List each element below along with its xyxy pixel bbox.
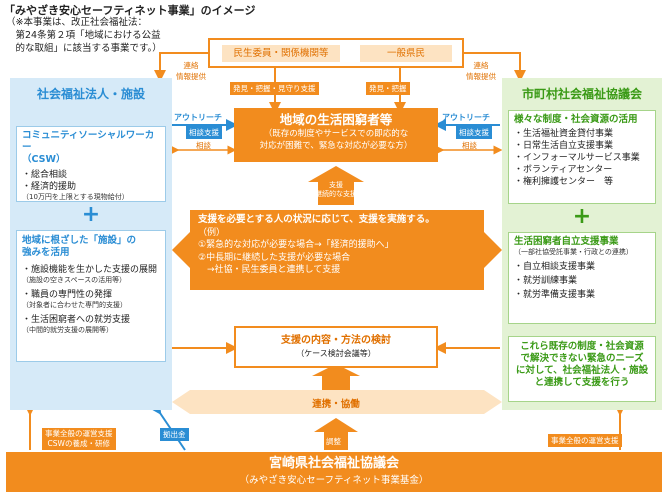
operation-support-right-tag: 事業全般の運営支援 — [548, 434, 622, 447]
self-reliance-note: （一部社協受託事業・行政との連携） — [514, 248, 633, 256]
target-title: 地域の生活困窮者等 — [279, 112, 393, 127]
facility-item-3: ・生活困窮者への就労支援 — [22, 315, 131, 325]
support-line: 支援を必要とする人の状況に応じて、支援を実施する。 — [198, 214, 435, 225]
self-reliance-box: 生活困窮者自立支援事業 （一部社協受託事業・行政との連携） ・自立相談支援事業 … — [508, 232, 656, 324]
resources-box: 様々な制度・社会資源の活用 ・生活福祉資金貸付事業 ・日常生活自立支援事業 ・イ… — [508, 110, 656, 204]
resources-item: ・生活福祉資金貸付事業 — [514, 129, 614, 139]
case-review-box: 支援の内容・方法の検討 （ケース検討会議等） — [234, 326, 438, 368]
review-sub: （ケース検討会議等） — [296, 349, 376, 358]
emergency-line: に対して、社会福祉法人・施設 — [515, 365, 649, 376]
facility-title-2: 強みを活用 — [22, 247, 70, 258]
social-welfare-corporation-column: 社会福祉法人・施設 コミュニティソーシャルワーカー （CSW） ・総合相談 ・経… — [10, 78, 172, 410]
emergency-line: これら既存の制度・社会資源 — [520, 341, 644, 352]
contribution-tag: 拠出金 — [160, 428, 189, 441]
link-top-left — [154, 52, 208, 82]
consult-right-label: 相談 — [462, 141, 477, 150]
self-reliance-item: ・就労準備支援事業 — [514, 290, 596, 300]
coordination-label: 調整 — [326, 437, 341, 446]
facility-item-3-note: （中間的就労支援の展開等） — [22, 326, 113, 334]
resources-item: ・日常生活自立支援事業 — [514, 141, 614, 151]
outreach-right-sub: 相談支援 — [456, 126, 492, 139]
chousei-up-arrow — [314, 418, 358, 450]
csw-item-economic: ・経済的援助 — [22, 182, 77, 192]
self-reliance-title: 生活困窮者自立支援事業 — [514, 236, 619, 247]
link-top-right — [464, 52, 526, 82]
prefecture-council-bar: 宮崎県社会福祉協議会 （みやざき安心セーフティネット事業基金） — [6, 452, 662, 492]
facility-item-2: ・職員の専門性の発揮 — [22, 290, 113, 300]
hakken-right-tag: 発見・把握 — [366, 82, 410, 95]
self-reliance-item: ・自立相談支援事業 — [514, 262, 596, 272]
left-plus-icon: + — [81, 202, 101, 227]
consult-left-label: 相談 — [196, 141, 211, 150]
diagram-title: 「みやざき安心セーフティネット事業」のイメージ — [4, 4, 256, 17]
outreach-left-sub: 相談支援 — [186, 126, 222, 139]
outreach-right-label: アウトリーチ — [442, 113, 490, 122]
support-line: （例） — [198, 227, 226, 238]
general-public-label: 一般県民 — [360, 45, 452, 62]
facility-item-1: ・施設機能を生かした支援の展開 — [22, 265, 158, 275]
resources-item: ・インフォーマルサービス事業 — [514, 153, 640, 163]
welfare-commissioner-label: 民生委員・関係機関等 — [222, 45, 340, 62]
self-reliance-item: ・就労訓練事業 — [514, 276, 578, 286]
community-box: 民生委員・関係機関等 一般県民 — [208, 38, 464, 68]
csw-title: コミュニティソーシャルワーカー — [22, 130, 155, 153]
target-persons-box: 地域の生活困窮者等 （既存の制度やサービスでの即応的な 対応が困難で、緊急な対応… — [234, 108, 438, 162]
emergency-line: で解決できない緊急のニーズ — [520, 353, 644, 364]
facility-item-2-note: （対象者に合わせた専門的支援） — [22, 301, 127, 309]
renraku-right-label: 連絡情報提供 — [466, 61, 496, 81]
csw-item-economic-note: （10万円を上限とする現物給付） — [22, 193, 129, 201]
renraku-left-label: 連絡情報提供 — [176, 61, 206, 81]
csw-title-abbr: （CSW） — [22, 154, 66, 165]
support-double-arrow — [172, 210, 502, 290]
right-heading: 市町村社会福祉協議会 — [521, 87, 642, 101]
facility-item-1-note: （施設の空きスペースの活用等） — [22, 276, 127, 284]
csw-box: コミュニティソーシャルワーカー （CSW） ・総合相談 ・経済的援助 （10万円… — [16, 126, 166, 202]
collab-up-arrow — [312, 364, 360, 390]
emergency-needs-box: これら既存の制度・社会資源 で解決できない緊急のニーズ に対して、社会福祉法人・… — [508, 336, 656, 402]
prefecture-council-sub: （みやざき安心セーフティネット事業基金） — [239, 475, 429, 486]
support-line: ①緊急的な対応が必要な場合→「経済的援助へ」 — [198, 240, 394, 250]
support-line: ②中長期に継続した支援が必要な場合 — [198, 252, 351, 263]
outreach-left-label: アウトリーチ — [174, 113, 222, 122]
legal-note: （※本事業は、改正社会福祉法： 第24条第２項「地域における公益 的な取組」に該… — [6, 17, 162, 54]
collaboration-label: 連携・協働 — [312, 399, 360, 410]
resources-item: ・ボランティアセンター — [514, 165, 613, 175]
support-line: →社協・民生委員と連携して支援 — [198, 265, 341, 275]
target-sub-1: （既存の制度やサービスでの即応的な — [263, 129, 409, 139]
resources-item: ・権利擁護センター 等 — [514, 177, 614, 187]
facility-box: 地域に根ざした「施設」の 強みを活用 ・施設機能を生かした支援の展開 （施設の空… — [16, 230, 166, 362]
left-heading: 社会福祉法人・施設 — [36, 87, 145, 101]
csw-item-consult: ・総合相談 — [22, 170, 68, 180]
facility-title: 地域に根ざした「施設」の — [22, 235, 137, 246]
right-plus-icon: + — [572, 204, 592, 229]
municipal-council-column: 市町村社会福祉協議会 様々な制度・社会資源の活用 ・生活福祉資金貸付事業 ・日常… — [502, 78, 662, 410]
hakken-left-tag: 発見・把握・見守り支援 — [230, 82, 319, 95]
support-up-arrow — [308, 166, 364, 205]
prefecture-council-title: 宮崎県社会福祉協議会 — [268, 456, 399, 471]
review-title: 支援の内容・方法の検討 — [281, 335, 391, 346]
collab-band — [172, 390, 502, 414]
emergency-line: と連携して支援を行う — [534, 377, 630, 388]
resources-title: 様々な制度・社会資源の活用 — [514, 114, 638, 125]
target-sub-2: 対応が困難で、緊急な対応が必要な方） — [259, 141, 413, 151]
support-content: 支援を必要とする人の状況に応じて、支援を実施する。 （例） ①緊急的な対応が必要… — [198, 214, 480, 277]
support-label: 支援継続的な支援 — [315, 181, 357, 198]
